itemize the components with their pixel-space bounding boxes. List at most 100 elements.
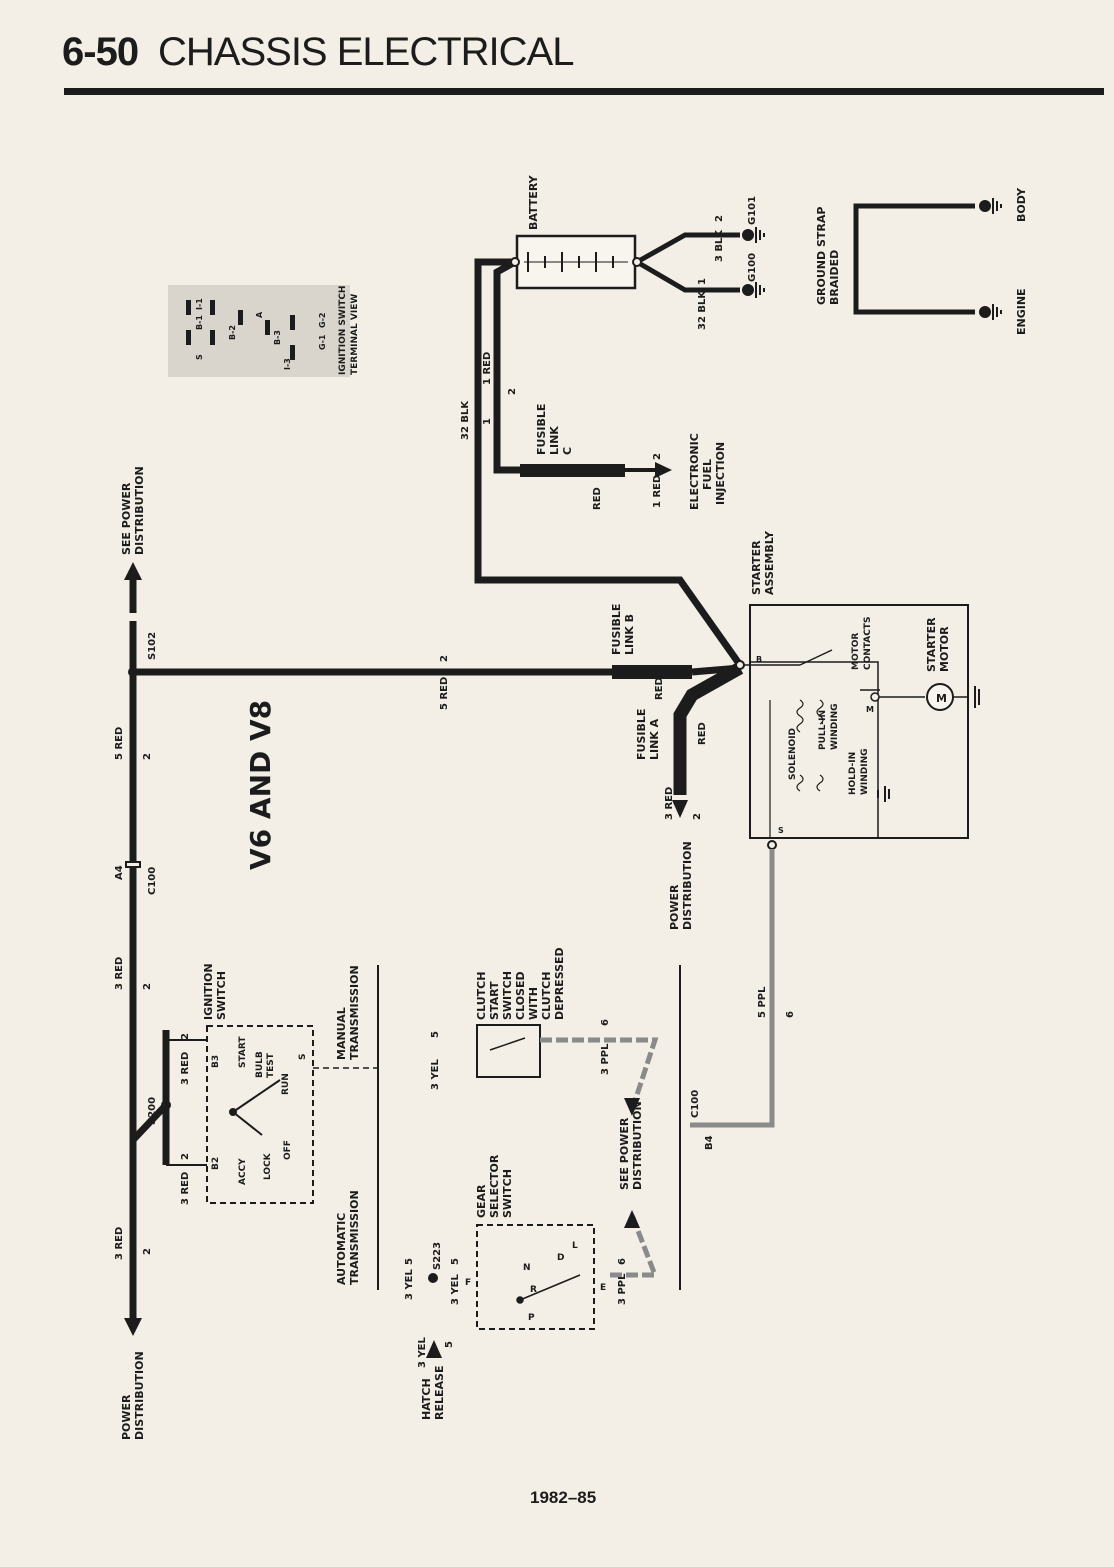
svg-text:5 RED: 5 RED <box>439 677 450 710</box>
gear-1: GEAR <box>475 1184 488 1218</box>
clutch-3: SWITCH <box>501 971 514 1020</box>
svg-text:2: 2 <box>439 655 450 662</box>
terminal-view-1: IGNITION SWITCH <box>338 286 348 375</box>
footer-years: 1982–85 <box>530 1488 597 1507</box>
svg-text:2: 2 <box>507 388 518 395</box>
svg-text:RED: RED <box>654 677 665 700</box>
svg-text:3 PPL: 3 PPL <box>617 1273 628 1305</box>
ignition-switch <box>206 1025 314 1204</box>
svg-text:3 RED: 3 RED <box>114 1227 125 1260</box>
page-header: 6-50 CHASSIS ELECTRICAL <box>0 0 1114 110</box>
purple-wire-gear <box>610 1214 659 1278</box>
svg-text:3 YEL: 3 YEL <box>430 1058 441 1090</box>
svg-text:3 RED: 3 RED <box>114 957 125 990</box>
main-power-bus <box>129 578 612 1320</box>
svg-text:2: 2 <box>180 1153 191 1160</box>
s200-splice <box>161 1100 171 1110</box>
clutch-2: START <box>488 981 501 1020</box>
svg-text:B: B <box>756 655 762 664</box>
gear-2: SELECTOR <box>488 1154 501 1218</box>
auto-trans-1: AUTOMATIC <box>335 1213 348 1285</box>
svg-text:B3: B3 <box>211 1055 221 1068</box>
svg-text:D: D <box>557 1253 564 1263</box>
arrow-top-icon <box>124 562 142 580</box>
svg-text:32 BLK: 32 BLK <box>460 400 471 440</box>
svg-text:2: 2 <box>180 1033 191 1040</box>
svg-text:G100: G100 <box>747 253 758 282</box>
svg-text:B2: B2 <box>211 1157 221 1170</box>
svg-text:3 RED: 3 RED <box>180 1052 191 1085</box>
starter-motor-1: STARTER <box>925 617 938 672</box>
hatch-1: HATCH <box>420 1378 433 1420</box>
svg-text:I-3: I-3 <box>283 358 292 370</box>
svg-text:2: 2 <box>652 453 663 460</box>
ground-g101-icon <box>742 227 765 243</box>
svg-text:B4: B4 <box>704 1135 715 1150</box>
clutch-7: DEPRESSED <box>553 947 566 1020</box>
svg-text:2: 2 <box>142 983 153 990</box>
auto-trans-2: TRANSMISSION <box>348 1190 361 1285</box>
svg-text:OFF: OFF <box>283 1140 293 1160</box>
svg-text:LOCK: LOCK <box>263 1152 273 1180</box>
wiring-diagram: M <box>114 174 1028 1440</box>
manual-trans-1: MANUAL <box>335 1007 348 1060</box>
efi-arrow-icon <box>655 462 672 478</box>
purple-arrow-down-icon <box>624 1210 640 1228</box>
arrow-bottom-icon <box>124 1318 142 1336</box>
svg-text:1 RED: 1 RED <box>652 475 663 508</box>
svg-text:I-1: I-1 <box>195 298 204 310</box>
svg-text:BULB: BULB <box>255 1051 265 1078</box>
pull-in-2: WINDING <box>830 703 840 750</box>
svg-text:R: R <box>530 1285 537 1295</box>
ground-g100-icon <box>742 282 765 298</box>
svg-text:B-2: B-2 <box>228 325 237 340</box>
clutch-5: WITH <box>527 987 540 1020</box>
hatch-2: RELEASE <box>433 1366 446 1420</box>
ignition-contacts <box>166 1039 281 1166</box>
engine-variant-label: V6 AND V8 <box>244 700 277 870</box>
gear-selector-switch <box>476 1224 595 1330</box>
a4-connector <box>125 861 141 868</box>
svg-text:5: 5 <box>404 1258 415 1265</box>
svg-text:P: P <box>528 1313 535 1323</box>
fusible-link-a-wire <box>673 662 744 795</box>
see-power-top-1: SEE POWER <box>120 482 133 555</box>
connector-labels: S102 C100 A4 S200 C100 B4 S223 G100 G101 <box>114 196 758 1270</box>
battery-label: BATTERY <box>527 174 540 230</box>
svg-text:S: S <box>298 1054 308 1060</box>
rotated-labels: BATTERY POWER DISTRIBUTION SEE POWER DIS… <box>120 174 1028 1440</box>
starter-assembly: M <box>735 604 980 850</box>
solenoid-label: SOLENOID <box>788 728 798 780</box>
clutch-switch <box>476 1024 541 1078</box>
fusible-c-2: LINK <box>548 426 561 455</box>
svg-text:ACCY: ACCY <box>238 1158 248 1185</box>
svg-text:B-1: B-1 <box>195 315 204 330</box>
svg-text:B-3: B-3 <box>273 330 282 345</box>
ground-strap-1: GROUND STRAP <box>815 207 828 305</box>
starter-terminal-labels: B M S <box>756 655 874 835</box>
ground-engine-icon <box>979 304 1002 320</box>
ground-body-icon <box>979 198 1002 214</box>
svg-text:A4: A4 <box>114 865 125 880</box>
svg-text:M: M <box>936 692 947 705</box>
starter-assembly-1: STARTER <box>750 540 763 595</box>
power-dist-bottom-2: DISTRIBUTION <box>133 1351 146 1440</box>
svg-text:1: 1 <box>697 278 708 285</box>
svg-text:5 RED: 5 RED <box>114 727 125 760</box>
body-label: BODY <box>1015 187 1028 222</box>
pull-in-1: PULL-IN <box>818 710 828 750</box>
s102-break <box>128 613 138 621</box>
s223-splice <box>428 1273 438 1283</box>
manual-trans-2: TRANSMISSION <box>348 965 361 1060</box>
battery <box>515 234 637 290</box>
fusible-a-1: FUSIBLE <box>635 709 648 760</box>
svg-text:S: S <box>195 354 204 360</box>
efi-2: FUEL <box>701 459 714 490</box>
efi-3: INJECTION <box>714 442 727 505</box>
svg-text:S223: S223 <box>432 1242 443 1270</box>
ignition-positions: START BULB TEST RUN OFF LOCK ACCY B3 B2 … <box>211 1036 308 1185</box>
svg-text:32 BLK: 32 BLK <box>697 290 708 330</box>
gear-positions: P R N D L F E <box>465 1241 606 1323</box>
svg-text:S102: S102 <box>147 632 158 660</box>
power-dist-mid-2: DISTRIBUTION <box>681 841 694 930</box>
